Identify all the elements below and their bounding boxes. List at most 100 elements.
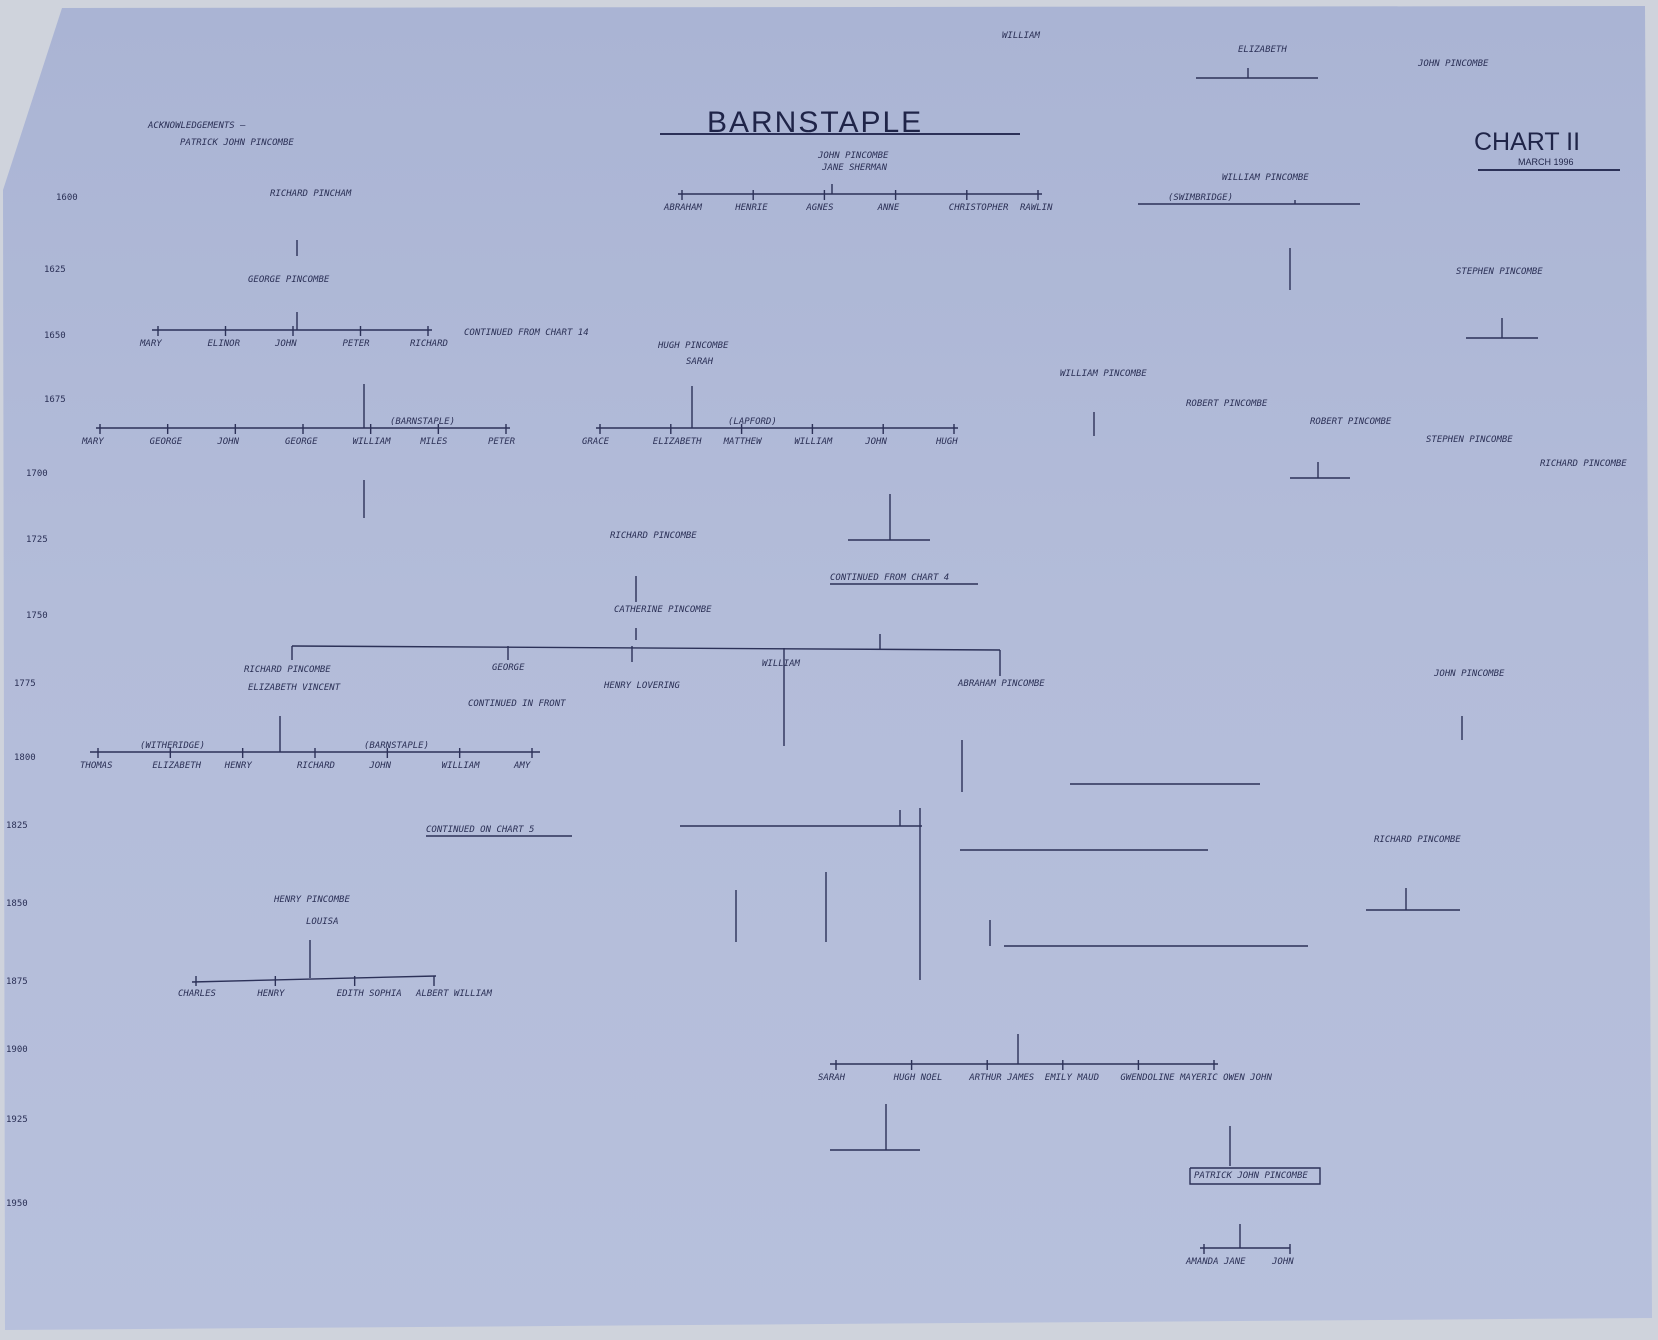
child-name: HENRY — [256, 989, 285, 999]
person-john-pincombe-far: JOHN PINCOMBE — [1417, 59, 1489, 69]
child-name: WILLIAM — [442, 761, 481, 771]
acknowledgements: ACKNOWLEDGEMENTS — — [147, 121, 246, 131]
margin-year: 1925 — [6, 1115, 28, 1125]
child-name: GRACE — [582, 437, 610, 447]
person-stephen-pincombe-2: STEPHEN PINCOMBE — [1426, 435, 1513, 445]
person-william-1768: WILLIAM — [762, 659, 801, 669]
person-william-top-left: WILLIAM — [1002, 31, 1041, 41]
person-richard-pincombe-right-2: RICHARD PINCOMBE — [1374, 835, 1461, 845]
note-continued-chart14: CONTINUED FROM CHART 14 — [464, 328, 589, 338]
person-george-pincombe: GEORGE PINCOMBE — [248, 275, 330, 285]
person-abraham-pincombe: ABRAHAM PINCOMBE — [957, 679, 1045, 689]
person-john-pincombe-top: JOHN PINCOMBE — [817, 151, 889, 161]
chart-date: MARCH 1996 — [1518, 157, 1574, 167]
place-barnstaple-1: (BARNSTAPLE) — [390, 417, 455, 427]
child-name: JOHN — [274, 339, 297, 349]
person-elizabeth-vincent: ELIZABETH VINCENT — [248, 683, 341, 693]
child-name: EMILY MAUD — [1045, 1073, 1099, 1083]
margin-year: 1875 — [6, 977, 28, 987]
child-name: CHRISTOPHER — [949, 203, 1009, 213]
child-name: MILES — [419, 437, 448, 447]
child-name: ANNE — [877, 203, 900, 213]
john-top-children-row: ABRAHAM HENRIE AGNES ANNE CHRISTOPHER RAWLIN — [663, 190, 1053, 213]
child-name: JOHN — [1271, 1257, 1294, 1267]
margin-years: 1600162516501675170017251750177518001825… — [6, 193, 78, 1209]
child-name: ERIC OWEN JOHN — [1196, 1073, 1272, 1083]
child-name: ELIZABETH — [653, 437, 702, 447]
child-name: HENRIE — [734, 203, 768, 213]
child-name: AMANDA JANE — [1185, 1257, 1246, 1267]
person-henry-pincombe: HENRY PINCOMBE — [273, 895, 350, 905]
margin-year: 1825 — [6, 821, 28, 831]
person-robert-pincombe: ROBERT PINCOMBE — [1186, 399, 1268, 409]
child-name: EDITH SOPHIA — [337, 989, 402, 999]
child-name: AGNES — [805, 203, 834, 213]
child-name: MATTHEW — [723, 437, 764, 447]
child-name: RICHARD — [410, 339, 448, 349]
person-john-pincombe-1775: JOHN PINCOMBE — [1433, 669, 1505, 679]
child-name: PETER — [343, 339, 371, 349]
child-name: WILLIAM — [353, 437, 392, 447]
child-name: SARAH — [818, 1073, 846, 1083]
child-name: HUGH NOEL — [893, 1073, 943, 1083]
child-name: GEORGE — [150, 437, 183, 447]
margin-year: 1750 — [26, 611, 48, 621]
person-henry-wife: LOUISA — [306, 917, 339, 927]
person-william-pincombe-top: WILLIAM PINCOMBE — [1222, 173, 1309, 183]
person-george-1768: GEORGE — [492, 663, 525, 673]
person-hugh-wife: SARAH — [686, 357, 714, 367]
note-continued-chart4: CONTINUED FROM CHART 4 — [830, 573, 949, 583]
child-name: GWENDOLINE MAY — [1120, 1073, 1196, 1083]
patrick-children-row: AMANDA JANE JOHN — [1185, 1244, 1294, 1267]
place-witheridge: (WITHERIDGE) — [140, 741, 205, 751]
place-swimbridge-1: (SWIMBRIDGE) — [1168, 193, 1233, 203]
person-elizabeth-top: ELIZABETH — [1238, 45, 1287, 55]
person-hugh-pincombe: HUGH PINCOMBE — [657, 341, 729, 351]
margin-year: 1700 — [26, 469, 48, 479]
child-name: ELINOR — [208, 339, 241, 349]
chart-label: CHART II — [1474, 128, 1580, 156]
margin-year: 1950 — [6, 1199, 28, 1209]
margin-year: 1650 — [44, 331, 66, 341]
margin-year: 1900 — [6, 1045, 28, 1055]
person-richard-pincombe-mid: RICHARD PINCOMBE — [610, 531, 697, 541]
person-henry-lovering: HENRY LOVERING — [603, 681, 680, 691]
note-continued-in-front: CONTINUED IN FRONT — [468, 699, 566, 709]
person-patrick-john-pincombe: PATRICK JOHN PINCOMBE — [1194, 1171, 1308, 1181]
arthur-children-row: SARAH HUGH NOEL ARTHUR JAMES EMILY MAUD GWEN… — [818, 1060, 1272, 1083]
margin-year: 1600 — [56, 193, 78, 203]
child-name: THOMAS — [80, 761, 113, 771]
margin-year: 1850 — [6, 899, 28, 909]
margin-year: 1775 — [14, 679, 36, 689]
person-catherine-pincombe: CATHERINE PINCOMBE — [614, 605, 712, 615]
child-name: RICHARD — [297, 761, 335, 771]
margin-year: 1725 — [26, 535, 48, 545]
child-name: CHARLES — [178, 989, 217, 999]
person-richard-pincombe-right: RICHARD PINCOMBE — [1540, 459, 1627, 469]
child-name: HUGH — [935, 437, 958, 447]
child-name: AMY — [513, 761, 531, 771]
person-richard-pincombe-1775: RICHARD PINCOMBE — [244, 665, 331, 675]
acknowledgements-name: PATRICK JOHN PINCOMBE — [180, 138, 294, 148]
child-name: WILLIAM — [794, 437, 833, 447]
child-name: ELIZABETH — [152, 761, 201, 771]
child-name: PETER — [488, 437, 516, 447]
child-name: MARY — [81, 437, 104, 447]
child-name: GEORGE — [285, 437, 318, 447]
person-robert-pincombe-2: ROBERT PINCOMBE — [1310, 417, 1392, 427]
child-name: ARTHUR JAMES — [968, 1073, 1035, 1083]
child-name: RAWLIN — [1020, 203, 1053, 213]
child-name: ABRAHAM — [663, 203, 703, 213]
child-name: HENRY — [224, 761, 253, 771]
margin-year: 1675 — [44, 395, 66, 405]
place-lapford: (LAPFORD) — [728, 417, 777, 427]
note-continued-chart5: CONTINUED ON CHART 5 — [426, 825, 534, 835]
place-barnstaple-2: (BARNSTAPLE) — [364, 741, 429, 751]
